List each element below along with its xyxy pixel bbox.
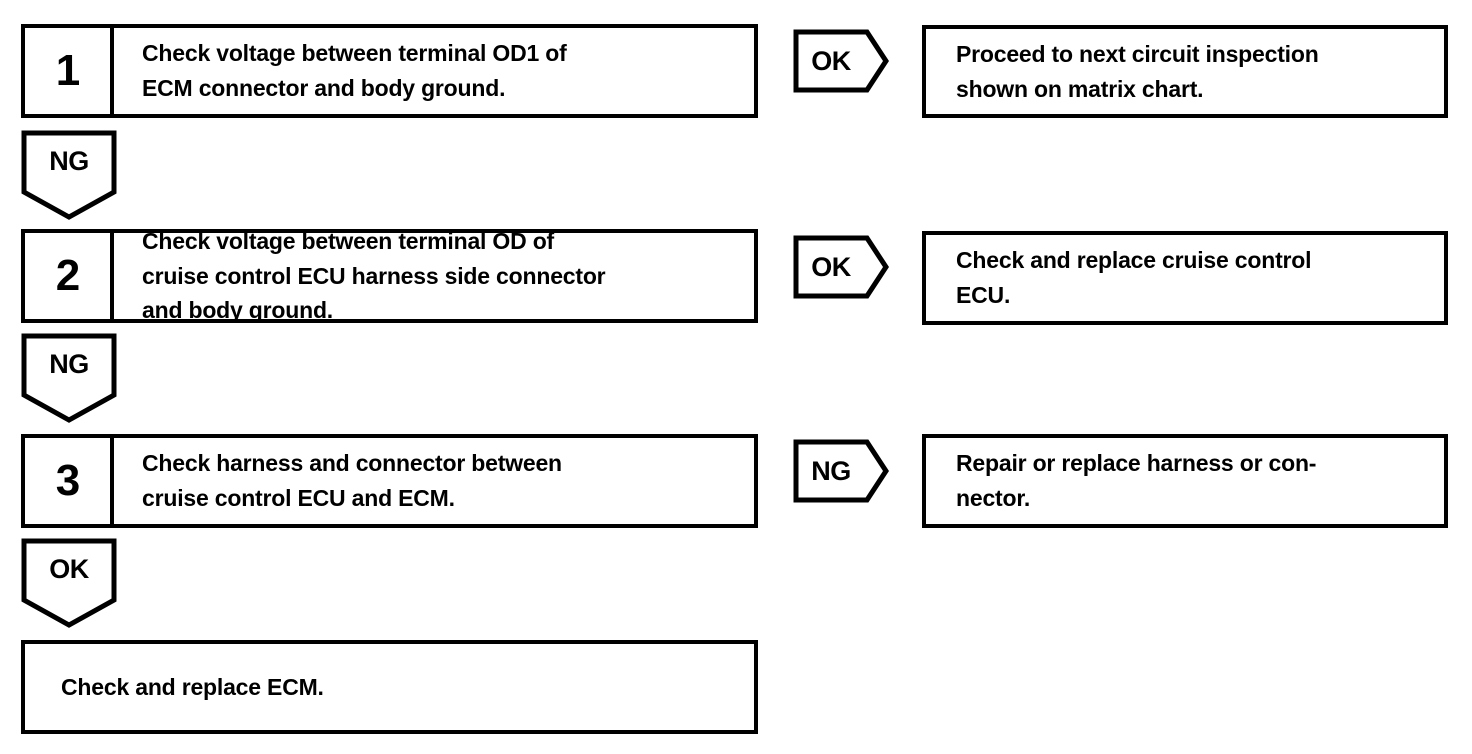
step-box-3: 3 Check harness and connector between cr… xyxy=(21,434,758,528)
result-text-line: shown on matrix chart. xyxy=(956,75,1204,102)
result-box-1: Proceed to next circuit inspection shown… xyxy=(922,25,1448,118)
step-number-3: 3 xyxy=(25,438,114,524)
step-text-2: Check voltage between terminal OD of cru… xyxy=(114,228,754,324)
step-number-2: 2 xyxy=(25,233,114,319)
result-box-3: Repair or replace harness or con- nector… xyxy=(922,434,1448,528)
step-text-line: Check voltage between terminal OD1 of xyxy=(142,40,567,67)
branch-connector-ng-2: NG xyxy=(21,333,117,423)
step-text-line: and body ground. xyxy=(142,297,333,324)
result-box-2: Check and replace cruise control ECU. xyxy=(922,231,1448,325)
branch-label-ok-3: OK xyxy=(49,554,89,584)
result-text-line: nector. xyxy=(956,485,1031,511)
branch-connector-ng-1: NG xyxy=(21,130,117,220)
step-box-1: 1 Check voltage between terminal OD1 of … xyxy=(21,24,758,118)
step-text-line: Check voltage between terminal OD of xyxy=(142,227,555,254)
result-text-line: Proceed to next circuit inspection xyxy=(956,40,1319,67)
branch-label-ng-1: NG xyxy=(49,146,89,176)
final-text-line: Check and replace ECM. xyxy=(61,673,324,700)
branch-label-ng-3: NG xyxy=(811,455,851,486)
step-text-3: Check harness and connector between crui… xyxy=(114,438,754,524)
branch-label-ok-1: OK xyxy=(811,45,851,76)
step-text-1: Check voltage between terminal OD1 of EC… xyxy=(114,28,754,114)
branch-connector-ok-3: OK xyxy=(21,538,117,628)
branch-connector-ok-2: OK xyxy=(793,235,889,299)
final-action-box: Check and replace ECM. xyxy=(21,640,758,734)
step-number-1: 1 xyxy=(25,28,114,114)
result-text-line: Check and replace cruise control xyxy=(956,247,1312,274)
step-text-line: cruise control ECU and ECM. xyxy=(142,485,455,511)
step-text-line: ECM connector and body ground. xyxy=(142,75,506,101)
branch-label-ok-2: OK xyxy=(811,251,851,282)
result-text-line: ECU. xyxy=(956,282,1011,308)
result-text-line: Repair or replace harness or con- xyxy=(956,450,1317,477)
branch-connector-ng-3: NG xyxy=(793,439,889,503)
step-text-line: cruise control ECU harness side connecto… xyxy=(142,262,606,289)
step-box-2: 2 Check voltage between terminal OD of c… xyxy=(21,228,758,324)
branch-label-ng-2: NG xyxy=(49,349,89,379)
step-text-line: Check harness and connector between xyxy=(142,450,562,477)
branch-connector-ok-1: OK xyxy=(793,29,889,93)
